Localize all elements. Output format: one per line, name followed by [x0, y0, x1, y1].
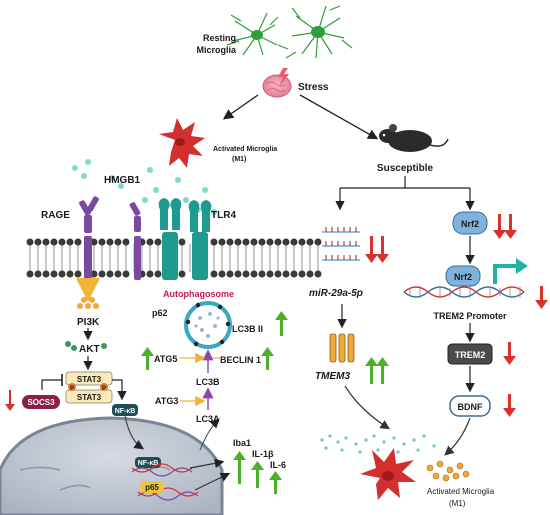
stat3-dimer-icon [65, 371, 113, 404]
stat3-nfkb-arrow [112, 379, 127, 401]
membrane-icon [26, 232, 325, 280]
transcription-start-icon [493, 258, 528, 284]
nucleus-icon [0, 416, 224, 515]
trem2-down-arrow [503, 342, 516, 365]
promoter-down-arrow [535, 286, 548, 309]
nfkb-cyto-icon [112, 404, 138, 416]
rage-label: RAGE [41, 210, 70, 221]
activated-microglia-bottom-label-2: (M1) [449, 499, 466, 508]
il6-label: IL-6 [270, 460, 286, 470]
bdnf-label: BDNF [458, 402, 483, 412]
resting-microglia-icon [226, 5, 353, 59]
tmem3-up-arrows [365, 357, 389, 384]
nrf2-bottom-label: Nrf2 [454, 272, 472, 282]
p62-label: p62 [152, 308, 168, 318]
stress-label: Stress [298, 82, 329, 93]
bdnf-output-arrow [444, 417, 471, 456]
tlr4-receptor-icon [158, 198, 212, 232]
nrf2-top-icon [452, 211, 488, 235]
p-left-label: P [70, 386, 74, 392]
socs3-label: SOCS3 [27, 398, 55, 407]
receptor-2-icon [129, 202, 141, 232]
nrf2-top-label: Nrf2 [461, 219, 479, 229]
pi3k-icon [77, 297, 99, 309]
trem2-label: TREM2 [455, 350, 486, 360]
il1b-label: IL-1β [252, 449, 274, 459]
dna-promoter-icon [403, 286, 525, 298]
mir-down-arrows [365, 236, 389, 263]
resting-microglia-label-1: Resting [203, 33, 236, 43]
stress-left-arrow [222, 94, 259, 120]
nfkb-cyto-label: NF-κB [115, 408, 136, 415]
lc3a-label: LC3A [196, 414, 220, 424]
lc3b-ii-up-arrow [275, 311, 288, 336]
p65-label: p65 [145, 483, 159, 492]
lc3b-label: LC3B [196, 377, 220, 387]
activated-microglia-bottom-label-1: Activated Microglia [427, 487, 495, 496]
nfkb-output-arrow-2 [194, 472, 231, 491]
nfkb-output-arrow-1 [189, 458, 225, 469]
p-right-label: P [102, 386, 106, 392]
atg3-label: ATG3 [155, 396, 178, 406]
nfkb-translocation-arrow [124, 415, 144, 450]
beclin1-up-arrow [261, 347, 274, 370]
tmem3-output-arrow [344, 385, 391, 430]
activated-microglia-bottom-icon [360, 448, 416, 500]
activated-microglia-top-icon [159, 118, 205, 168]
nfkb-nuc-label: NF-κB [138, 460, 159, 467]
iba1-label: Iba1 [233, 438, 251, 448]
susceptible-branch-lines [339, 176, 471, 205]
tlr4-label: TLR4 [211, 210, 236, 221]
cytokine-particles-icon [320, 434, 436, 454]
resting-microglia-label-2: Microglia [196, 45, 237, 55]
mouse-icon [379, 124, 449, 152]
akt-icon [65, 341, 107, 351]
lc3a-feedback-arrow [199, 418, 220, 451]
tmem3-icon [329, 333, 355, 363]
rage-receptor-icon [79, 196, 99, 233]
brain-icon [262, 68, 292, 98]
hmgb1-label: HMGB1 [104, 175, 141, 186]
trem2-promoter-label: TREM2 Promoter [433, 311, 507, 321]
nfkb-nuc-icon [135, 457, 161, 468]
socs3-icon [22, 395, 60, 409]
rna-icon [322, 227, 360, 261]
pi3k-label: PI3K [77, 317, 100, 328]
trem2-icon [447, 343, 493, 365]
stat3-bottom-label: STAT3 [77, 393, 102, 402]
tmem3-label: TMEM3 [315, 371, 350, 382]
nrf2-bottom-icon [445, 265, 481, 287]
atg5-up-arrow [141, 347, 154, 370]
activated-microglia-top-label-2: (M1) [232, 156, 246, 163]
activated-microglia-top-label-1: Activated Microglia [213, 146, 277, 153]
autophagosome-icon [184, 301, 232, 349]
bdnf-icon [449, 395, 491, 417]
p65-icon [140, 481, 164, 493]
akt-label: AKT [79, 344, 100, 355]
lc3b-ii-label: LC3B II [232, 324, 263, 334]
socs3-down-arrow [5, 390, 15, 411]
nrf2-down-arrows [493, 214, 517, 239]
susceptible-label: Susceptible [377, 163, 434, 174]
mir-label: miR-29a-5p [309, 288, 363, 299]
beclin1-label: BECLIN 1 [220, 355, 261, 365]
autophagosome-label: Autophagosome [163, 289, 234, 299]
stress-right-arrow [299, 94, 379, 140]
cytokine-cluster-icon [426, 460, 470, 482]
socs3-inhibit-line [41, 379, 62, 390]
cytokine-up-arrows [233, 451, 282, 494]
stat3-top-label: STAT3 [77, 375, 102, 384]
atg5-label: ATG5 [154, 354, 177, 364]
bdnf-down-arrow [503, 394, 516, 417]
